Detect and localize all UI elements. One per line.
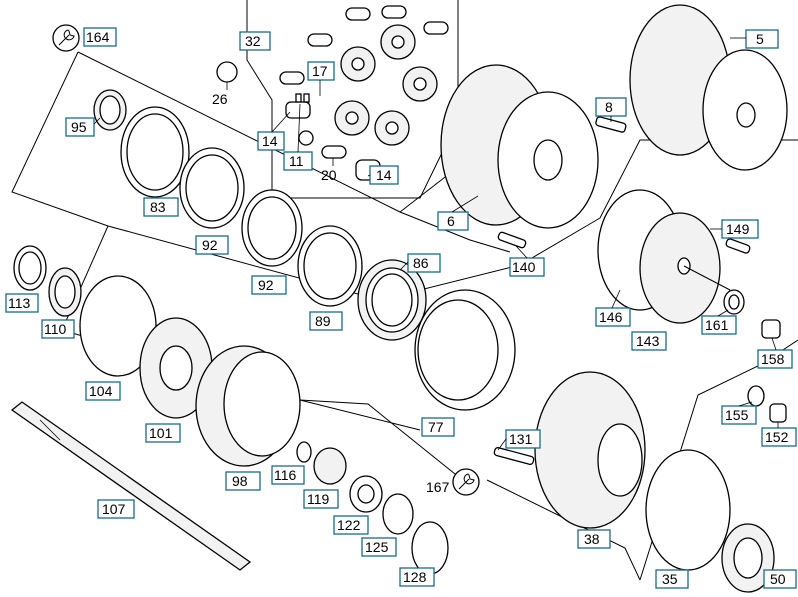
callout-labels: 164 32 17 26 14 11 20 14 95 83 92 92 89 … [5,27,797,589]
callout-104: 104 [89,383,113,399]
callout-155: 155 [725,407,749,423]
hub-housing-5 [629,4,788,171]
planet-pins [279,5,449,159]
callout-11: 11 [289,153,304,169]
seal-161 [723,289,745,315]
callout-125: 125 [365,539,389,555]
snap-ring-113 [13,245,47,291]
callout-113: 113 [8,295,31,311]
callout-5: 5 [756,31,764,47]
callout-35: 35 [662,571,678,587]
callout-20: 20 [321,167,337,183]
callout-119: 119 [307,491,330,507]
thrust-bearing-110 [48,267,82,317]
callout-167: 167 [426,479,450,495]
callout-131: 131 [509,431,533,447]
plug-152 [769,403,787,423]
o-ring-35 [645,449,731,571]
callout-101: 101 [149,425,173,441]
ring-gear-98 [195,345,301,467]
callout-38: 38 [584,531,600,547]
callout-128: 128 [403,569,427,585]
ring-128 [411,521,449,575]
axle-shaft-107 [10,401,252,571]
ring-89 [297,225,363,307]
callout-107: 107 [102,501,126,517]
hub-flange-38 [534,371,646,529]
ring-92b [241,189,303,267]
callout-146: 146 [599,309,623,325]
bolt-149 [725,238,751,254]
bolt-131 [493,446,535,466]
bearing-race-77 [414,289,516,411]
callout-149: 149 [726,221,750,237]
callout-152: 152 [765,429,789,445]
callout-26: 26 [212,91,228,107]
roller-bearing-86 [357,259,427,341]
callout-14a: 14 [262,133,278,149]
callout-77: 77 [428,419,444,435]
callout-92b: 92 [258,277,274,293]
leader-lines [93,37,779,451]
wrench-icon-164 [52,24,80,52]
callout-83: 83 [150,199,166,215]
callout-122: 122 [337,517,361,533]
snap-ring-116 [296,441,312,463]
ring-125 [382,493,414,535]
callout-92a: 92 [202,237,218,253]
sun-gear-119 [313,447,347,485]
callout-89: 89 [315,313,331,329]
callout-50: 50 [770,571,786,587]
bolt-8 [595,116,627,133]
callout-161: 161 [705,317,729,333]
washer-155 [747,385,765,407]
callout-98: 98 [232,473,248,489]
callout-116: 116 [274,467,297,483]
ring-92a [179,147,245,229]
wrench-icon-167 [452,468,480,496]
callout-8: 8 [605,99,613,115]
callout-143: 143 [636,333,660,349]
bearing-50 [721,523,775,593]
callout-86: 86 [413,255,429,271]
plug-158 [761,319,781,339]
callout-6: 6 [447,213,455,229]
ring-gear-carrier-101 [139,317,213,419]
callout-14b: 14 [376,167,392,183]
sun-carrier-143 [639,212,731,324]
bolt-140 [497,231,527,249]
callout-32: 32 [245,33,261,49]
callout-158: 158 [761,351,785,367]
bearing-83 [120,106,190,198]
callout-164: 164 [86,29,110,45]
callout-110: 110 [44,321,67,337]
callout-95: 95 [71,119,87,135]
planet-gears [334,24,438,146]
planet-carrier-6 [440,64,599,229]
lock-washer-122 [349,475,383,513]
callout-17: 17 [312,63,328,79]
callout-140: 140 [512,259,536,275]
seal-ring-95 [93,89,127,131]
